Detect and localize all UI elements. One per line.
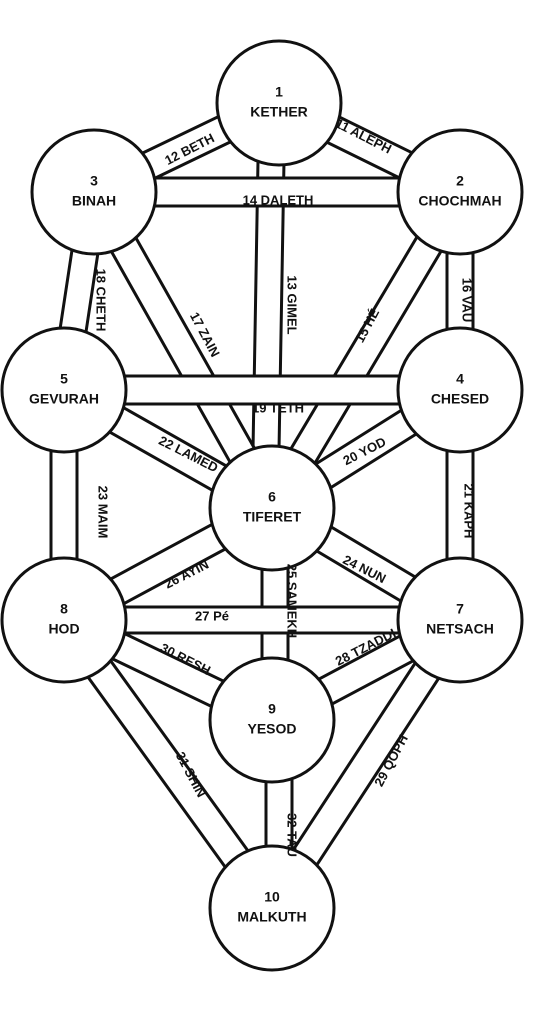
sephirah-gevurah-name: GEVURAH xyxy=(29,391,99,407)
sephirah-tiferet-number: 6 xyxy=(268,489,276,505)
sephirah-chochmah-name: CHOCHMAH xyxy=(418,193,501,209)
sephirah-netsach-number: 7 xyxy=(456,601,464,617)
sephirah-malkuth-name: MALKUTH xyxy=(237,909,306,925)
sephirah-binah-name: BINAH xyxy=(72,193,116,209)
sephirah-netsach-circle xyxy=(396,556,524,684)
sephirah-kether-number: 1 xyxy=(275,84,283,100)
sephirah-malkuth-circle xyxy=(208,844,336,972)
sephirah-chochmah-number: 2 xyxy=(456,173,464,189)
path-p21-label: 21 KAPH xyxy=(462,484,477,539)
path-p13-label: 13 GIMEL xyxy=(285,275,300,334)
sephirah-kether-circle xyxy=(215,39,343,167)
sephirah-netsach-name: NETSACH xyxy=(426,621,494,637)
path-p14-label: 14 DALETH xyxy=(243,192,314,207)
path-p23-label: 23 MAIM xyxy=(96,486,111,539)
sephirah-chochmah-circle xyxy=(396,128,524,256)
sephirah-hod-circle xyxy=(0,556,128,684)
sephirah-hod-name: HOD xyxy=(48,621,79,637)
sephirah-binah-number: 3 xyxy=(90,173,98,189)
sephirah-chesed-name: CHESED xyxy=(431,391,489,407)
sephirah-yesod-number: 9 xyxy=(268,701,276,717)
path-p19-label: 19 TETH xyxy=(252,400,304,415)
path-p27-label: 27 Pé xyxy=(195,608,229,623)
path-p32-label: 32 TAU xyxy=(285,813,300,857)
sephirah-chesed-number: 4 xyxy=(456,371,464,387)
sephirah-yesod-name: YESOD xyxy=(247,721,296,737)
sephirah-yesod-circle xyxy=(208,656,336,784)
sephirah-binah-circle xyxy=(30,128,158,256)
sephirah-kether-name: KETHER xyxy=(250,104,308,120)
sephirah-tiferet-circle xyxy=(208,444,336,572)
sephirah-hod-number: 8 xyxy=(60,601,68,617)
sephirah-gevurah-number: 5 xyxy=(60,371,68,387)
sephirah-tiferet-name: TIFERET xyxy=(243,509,302,525)
path-p18-label: 18 CHETH xyxy=(94,269,109,332)
sephirah-chesed-circle xyxy=(396,326,524,454)
sephirah-malkuth-number: 10 xyxy=(264,889,280,905)
path-p16-label: 16 VAU xyxy=(460,278,475,323)
sephirah-gevurah-circle xyxy=(0,326,128,454)
path-p25-label: 25 SAMEKH xyxy=(285,564,300,638)
